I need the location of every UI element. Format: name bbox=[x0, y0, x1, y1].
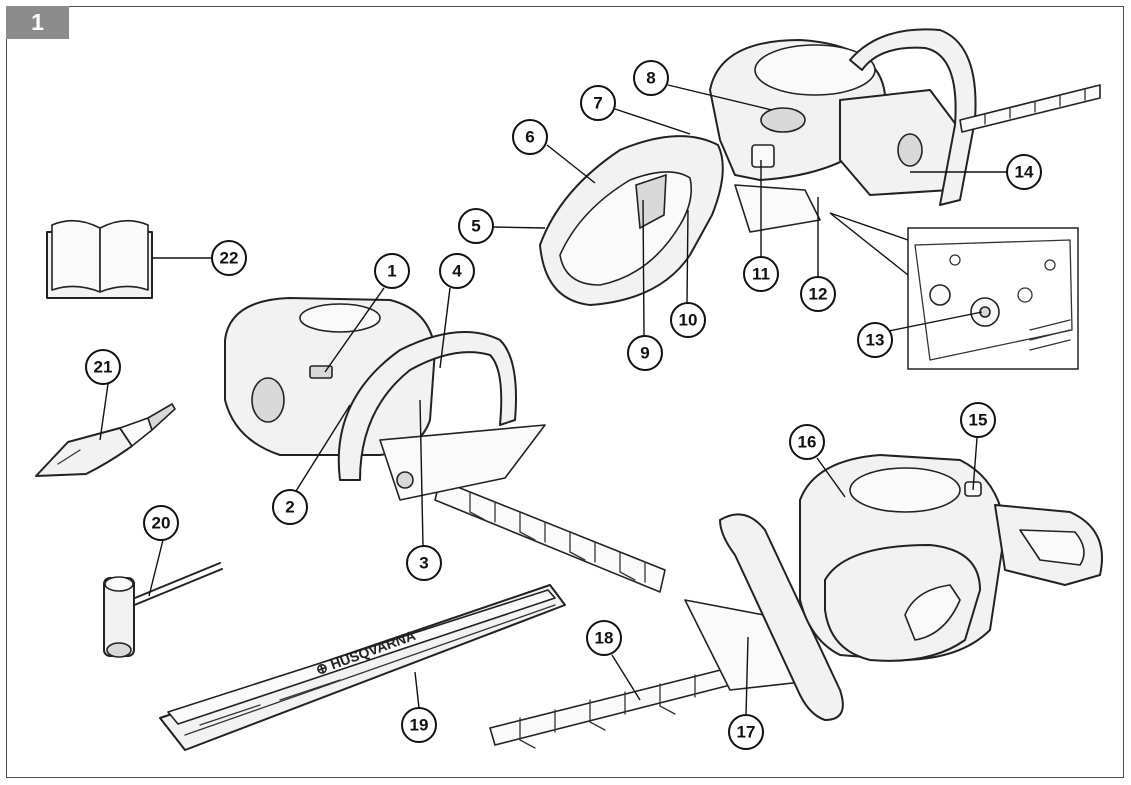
svg-text:10: 10 bbox=[679, 311, 698, 330]
svg-text:17: 17 bbox=[737, 723, 756, 742]
callout-19: 19 bbox=[401, 707, 437, 743]
svg-text:11: 11 bbox=[752, 265, 770, 284]
callout-7: 7 bbox=[580, 85, 616, 121]
svg-text:22: 22 bbox=[220, 249, 239, 268]
svg-text:14: 14 bbox=[1015, 163, 1034, 182]
callout-9: 9 bbox=[627, 335, 663, 371]
figure-number-tab: 1 bbox=[6, 6, 69, 39]
svg-text:15: 15 bbox=[969, 411, 988, 430]
svg-text:21: 21 bbox=[94, 358, 113, 377]
callout-20: 20 bbox=[143, 505, 179, 541]
spanner-illustration bbox=[103, 562, 223, 658]
callout-8: 8 bbox=[633, 60, 669, 96]
callout-14: 14 bbox=[1006, 154, 1042, 190]
callout-2: 2 bbox=[272, 489, 308, 525]
callout-11: 11 bbox=[743, 256, 779, 292]
svg-text:5: 5 bbox=[471, 217, 480, 236]
callout-18: 18 bbox=[586, 620, 622, 656]
svg-text:20: 20 bbox=[152, 514, 171, 533]
callout-5: 5 bbox=[458, 208, 494, 244]
callout-16: 16 bbox=[789, 424, 825, 460]
svg-text:13: 13 bbox=[866, 331, 885, 350]
trimmer-rear-handle-view bbox=[539, 28, 1101, 306]
svg-text:9: 9 bbox=[640, 344, 649, 363]
svg-text:8: 8 bbox=[646, 69, 655, 88]
svg-text:19: 19 bbox=[410, 716, 429, 735]
callout-4: 4 bbox=[439, 253, 475, 289]
svg-text:16: 16 bbox=[798, 433, 817, 452]
figure-frame bbox=[6, 6, 1124, 778]
callout-1: 1 bbox=[374, 253, 410, 289]
svg-text:6: 6 bbox=[525, 128, 534, 147]
svg-text:1: 1 bbox=[387, 262, 396, 281]
detail-inset bbox=[829, 212, 1079, 370]
svg-text:18: 18 bbox=[595, 629, 614, 648]
callout-13: 13 bbox=[857, 322, 893, 358]
svg-text:12: 12 bbox=[809, 285, 828, 304]
svg-text:3: 3 bbox=[419, 554, 428, 573]
callout-15: 15 bbox=[960, 402, 996, 438]
leader-lines bbox=[99, 84, 1006, 716]
svg-text:2: 2 bbox=[285, 498, 294, 517]
callout-21: 21 bbox=[85, 349, 121, 385]
trimmer-front-view bbox=[489, 454, 1103, 749]
svg-text:7: 7 bbox=[593, 94, 602, 113]
grease-tube-illustration bbox=[35, 402, 177, 477]
trimmer-left-view bbox=[224, 297, 666, 593]
svg-text:4: 4 bbox=[452, 262, 462, 281]
callout-10: 10 bbox=[670, 302, 706, 338]
callout-22: 22 bbox=[211, 240, 247, 276]
manual-illustration bbox=[46, 219, 153, 299]
callout-6: 6 bbox=[512, 119, 548, 155]
callout-17: 17 bbox=[728, 714, 764, 750]
callout-3: 3 bbox=[406, 545, 442, 581]
callout-12: 12 bbox=[800, 276, 836, 312]
